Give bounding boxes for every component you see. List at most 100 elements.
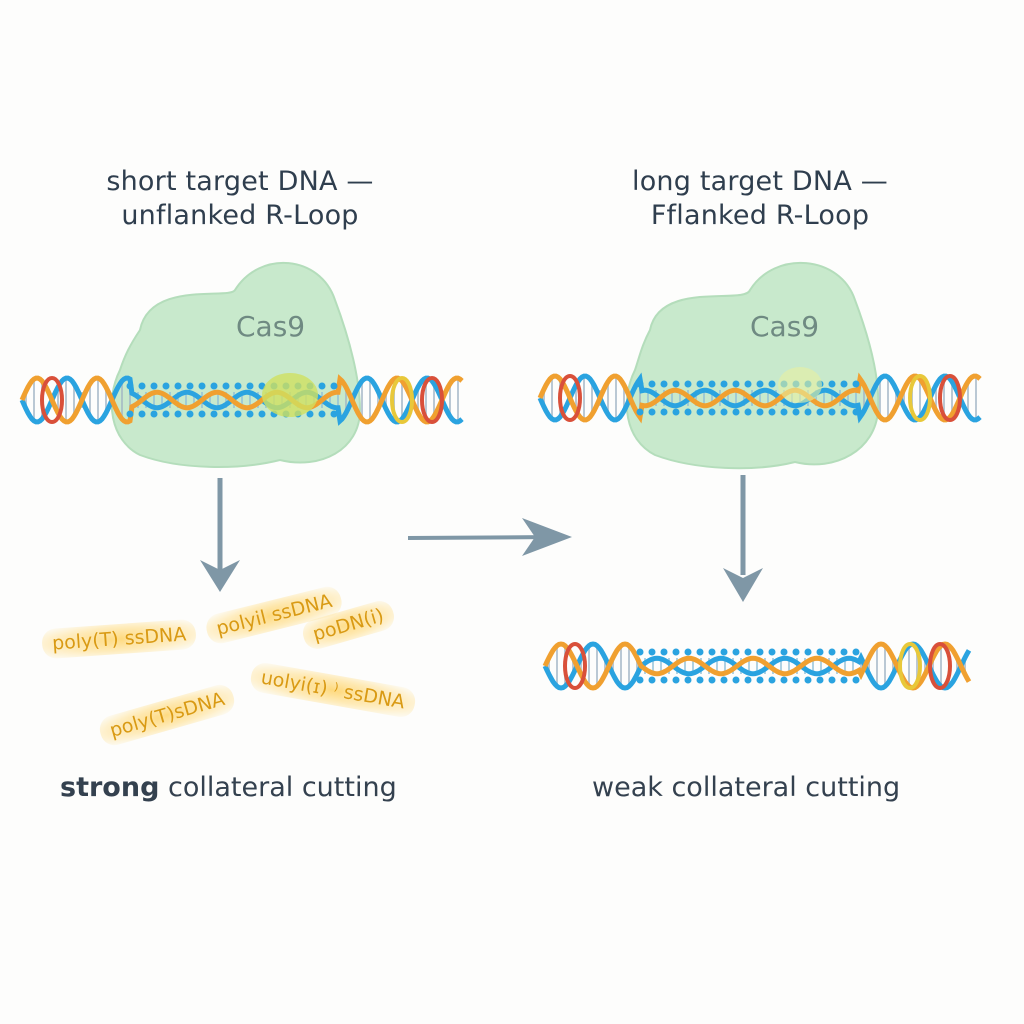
dna-bead: [636, 676, 644, 684]
dna-bead: [732, 380, 740, 388]
dna-bead: [852, 380, 860, 388]
dna-bead: [696, 380, 704, 388]
right-active-site: [778, 367, 822, 403]
dna-bead: [708, 676, 716, 684]
dna-bead: [174, 410, 182, 418]
dna-accent: [558, 374, 582, 422]
dna-accent: [40, 376, 64, 424]
dna-strand: [537, 372, 982, 424]
dna-bead: [210, 410, 218, 418]
dna-bead: [138, 410, 146, 418]
dna-accent: [928, 642, 952, 690]
left-caption-strong: strong: [60, 772, 160, 803]
right-target-dna: [537, 372, 982, 424]
dna-bead: [744, 380, 752, 388]
dna-bead: [828, 408, 836, 416]
dna-bead: [660, 408, 668, 416]
dna-bead: [744, 676, 752, 684]
dna-bead: [186, 410, 194, 418]
left-down-arrow: [200, 478, 240, 592]
dna-bead: [720, 380, 728, 388]
dna-bead: [150, 382, 158, 390]
right-title-line1: long target DNA —: [632, 166, 888, 197]
dna-accent: [420, 376, 444, 424]
left-cas9-label: Cas9: [236, 310, 305, 343]
dna-accent: [390, 376, 414, 424]
dna-bead: [756, 676, 764, 684]
dna-bead: [708, 648, 716, 656]
dna-bead: [696, 676, 704, 684]
right-down-arrow: [723, 475, 763, 602]
dna-bead: [696, 408, 704, 416]
dna-bead: [126, 382, 134, 390]
dna-bead: [330, 410, 338, 418]
right-cas9-label: Cas9: [750, 310, 819, 343]
dna-bead: [840, 408, 848, 416]
dna-bead: [150, 410, 158, 418]
dna-bead: [780, 648, 788, 656]
dna-bead: [756, 648, 764, 656]
transition-arrow: [407, 518, 572, 556]
dna-bead: [306, 410, 314, 418]
dna-bead: [198, 382, 206, 390]
dna-accent: [938, 374, 962, 422]
dna-bead: [672, 380, 680, 388]
dna-bead: [816, 676, 824, 684]
dna-bead: [330, 382, 338, 390]
dna-bead: [684, 676, 692, 684]
dna-bead: [720, 648, 728, 656]
dna-bead: [258, 410, 266, 418]
dna-bead: [222, 410, 230, 418]
dna-bead: [792, 648, 800, 656]
dna-bead: [660, 676, 668, 684]
dna-bead: [756, 408, 764, 416]
dna-bead: [660, 380, 668, 388]
dna-bead: [318, 382, 326, 390]
dna-bead: [636, 648, 644, 656]
left-cas9-protein: [110, 261, 362, 468]
dna-bead: [828, 380, 836, 388]
dna-bead: [660, 648, 668, 656]
right-intact-dna: [542, 641, 972, 691]
dna-bead: [684, 648, 692, 656]
dna-bead: [636, 380, 644, 388]
left-title: short target DNA — unflanked R-Loop: [60, 165, 420, 233]
dna-bead: [210, 382, 218, 390]
dna-bead: [636, 408, 644, 416]
dna-bead: [732, 676, 740, 684]
dna-strand: [537, 372, 982, 424]
dna-bead: [162, 382, 170, 390]
left-title-line2: unflanked R-Loop: [121, 200, 359, 231]
dna-bead: [768, 676, 776, 684]
dna-bead: [126, 410, 134, 418]
dna-bead: [234, 382, 242, 390]
dna-bead: [732, 648, 740, 656]
dna-bead: [804, 648, 812, 656]
dna-bead: [816, 408, 824, 416]
dna-bead: [780, 676, 788, 684]
dna-bead: [852, 676, 860, 684]
dna-bead: [186, 382, 194, 390]
dna-bead: [744, 408, 752, 416]
dna-bead: [852, 408, 860, 416]
dna-bead: [768, 648, 776, 656]
dna-strand: [19, 374, 464, 425]
dna-bead: [804, 676, 812, 684]
left-title-line1: short target DNA —: [106, 166, 374, 197]
dna-bead: [720, 408, 728, 416]
dna-bead: [768, 408, 776, 416]
dna-bead: [684, 408, 692, 416]
dna-bead: [672, 408, 680, 416]
dna-bead: [672, 648, 680, 656]
left-target-dna: [19, 374, 464, 426]
dna-bead: [198, 410, 206, 418]
dna-bead: [852, 648, 860, 656]
dna-bead: [792, 676, 800, 684]
dna-bead: [696, 648, 704, 656]
dna-strand: [19, 375, 464, 426]
dna-bead: [234, 410, 242, 418]
dna-bead: [672, 676, 680, 684]
dna-bead: [828, 676, 836, 684]
